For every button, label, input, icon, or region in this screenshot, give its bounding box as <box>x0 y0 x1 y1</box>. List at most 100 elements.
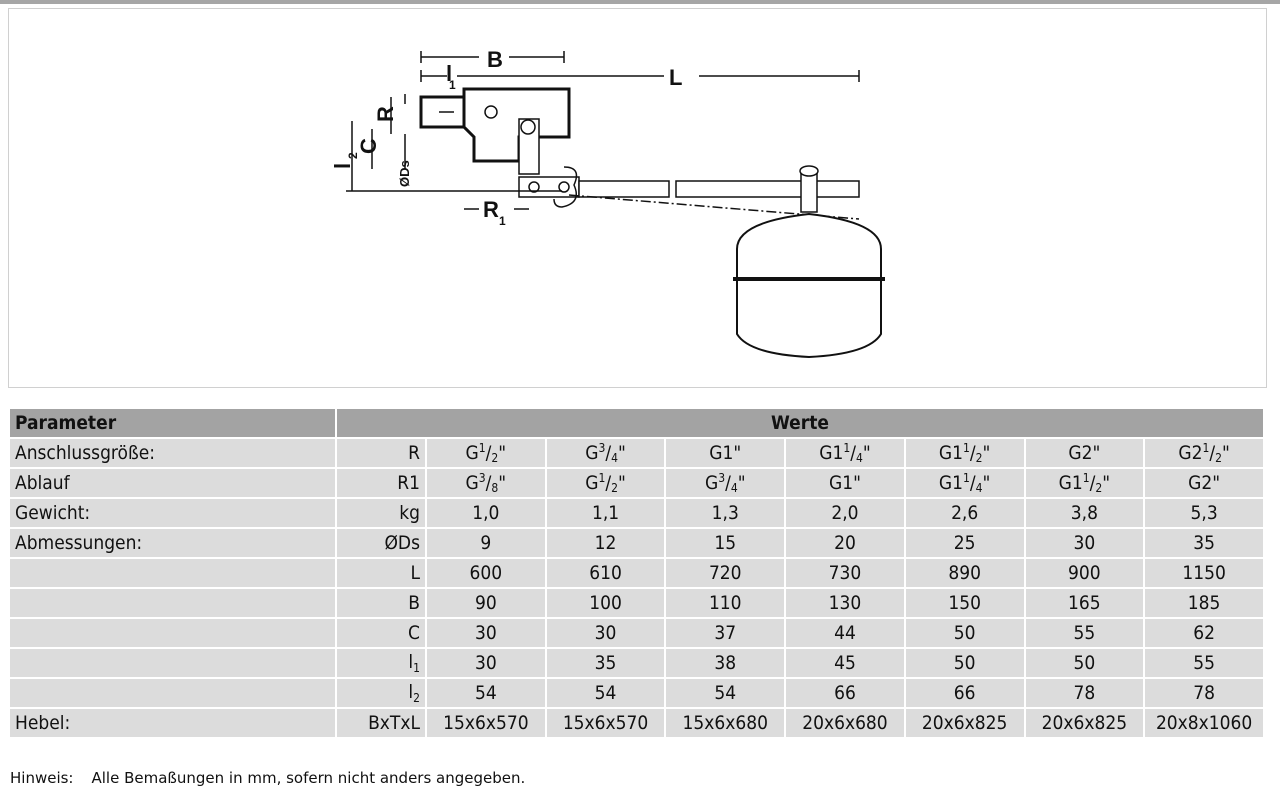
value-text: G <box>585 472 599 494</box>
value-text: G <box>585 442 599 464</box>
value-cell: G11/2" <box>1023 467 1146 499</box>
value-text: 15x6x570 <box>562 712 649 734</box>
row-label <box>8 677 337 709</box>
value-text: 1,1 <box>591 502 620 524</box>
value-text: G1 <box>1058 472 1083 494</box>
fraction-numerator: 1 <box>963 471 970 485</box>
value-text: 25 <box>953 532 976 554</box>
value-cell: 38 <box>664 647 787 679</box>
footnote: Hinweis:Alle Bemaßungen in mm, sofern ni… <box>10 769 543 787</box>
unit-text: l <box>408 651 414 673</box>
value-text: 37 <box>714 622 737 644</box>
value-cell: 54 <box>425 677 547 709</box>
value-cell: 12 <box>544 527 667 559</box>
fraction-denominator: 4 <box>611 451 618 465</box>
row-unit: l1 <box>335 647 427 679</box>
unit-text: BxTxL <box>368 712 420 734</box>
value-cell: 20x6x825 <box>903 707 1026 739</box>
value-text: 44 <box>834 622 856 644</box>
value-cell: 15x6x570 <box>544 707 667 739</box>
unit-text: R <box>408 442 420 464</box>
value-cell: 62 <box>1143 617 1265 649</box>
value-cell: 66 <box>784 677 906 709</box>
value-suffix: " <box>618 442 626 464</box>
row-label <box>8 617 337 649</box>
value-text: 20x6x680 <box>802 712 888 734</box>
dim-label-l1: l <box>446 61 452 86</box>
value-cell: 30 <box>1023 527 1146 559</box>
value-cell: G2" <box>1023 437 1146 469</box>
unit-text: C <box>408 622 420 644</box>
value-cell: G3/8" <box>425 467 547 499</box>
dim-label-l: L <box>669 65 682 90</box>
value-text: 45 <box>834 652 856 674</box>
value-text: 1,3 <box>711 502 739 524</box>
value-cell: 2,6 <box>903 497 1026 529</box>
value-text: 30 <box>474 622 497 644</box>
value-cell: 66 <box>903 677 1026 709</box>
dim-label-r1: R <box>483 197 499 222</box>
row-label: Anschlussgröße: <box>8 437 337 469</box>
fraction-denominator: 4 <box>855 451 863 465</box>
row-unit: l2 <box>335 677 427 709</box>
value-suffix: " <box>982 472 991 494</box>
value-cell: 50 <box>903 647 1026 679</box>
unit-subscript: 2 <box>413 691 420 705</box>
value-suffix: " <box>498 442 507 464</box>
value-cell: 15x6x570 <box>425 707 547 739</box>
value-text: 1,0 <box>472 502 500 524</box>
value-cell: 55 <box>1143 647 1265 679</box>
value-cell: G2" <box>1143 467 1265 499</box>
value-text: 730 <box>828 562 862 584</box>
value-cell: 54 <box>664 677 787 709</box>
specification-table: Parameter Werte Anschlussgröße: R G1/2"G3/… <box>8 407 1265 739</box>
value-cell: 600 <box>425 557 547 589</box>
value-cell: 165 <box>1023 587 1146 619</box>
row-unit: R1 <box>335 467 427 499</box>
value-text: 30 <box>1073 532 1096 554</box>
value-text: 15x6x680 <box>682 712 768 734</box>
value-text: G1 <box>938 472 964 494</box>
value-cell: 100 <box>544 587 667 619</box>
fraction-denominator: 2 <box>491 451 499 465</box>
value-cell: G11/4" <box>784 437 906 469</box>
value-cell: 30 <box>425 647 547 679</box>
value-cell: G1/2" <box>544 467 667 499</box>
value-text: G1" <box>828 472 861 494</box>
value-text: 20x6x825 <box>921 712 1008 734</box>
value-text: 12 <box>594 532 617 554</box>
value-cell: 20x8x1060 <box>1143 707 1265 739</box>
fraction-denominator: 2 <box>1095 481 1103 495</box>
fraction-numerator: 3 <box>718 471 726 485</box>
value-cell: 50 <box>903 617 1026 649</box>
value-text: 35 <box>1193 532 1215 554</box>
value-cell: 1,3 <box>664 497 787 529</box>
value-text: 55 <box>1073 622 1096 644</box>
value-text: 890 <box>948 562 981 584</box>
value-text: G <box>704 472 719 494</box>
value-cell: 130 <box>784 587 906 619</box>
unit-subscript: 1 <box>413 661 420 675</box>
value-suffix: " <box>737 472 746 494</box>
row-label: Ablauf <box>8 467 337 499</box>
value-suffix: " <box>498 472 507 494</box>
value-text: 2,0 <box>831 502 859 524</box>
table-header-row: Parameter Werte <box>8 407 1265 439</box>
value-cell: 15 <box>664 527 787 559</box>
value-cell: 55 <box>1023 617 1146 649</box>
footnote-text: Alle Bemaßungen in mm, sofern nicht ande… <box>91 769 526 787</box>
value-text: 100 <box>589 592 622 614</box>
fraction-numerator: 3 <box>598 441 606 455</box>
value-cell: G1" <box>784 467 906 499</box>
value-cell: 1,1 <box>544 497 667 529</box>
fraction-numerator: 1 <box>1202 441 1210 455</box>
value-text: 30 <box>474 652 497 674</box>
value-text: G2" <box>1068 442 1101 464</box>
value-text: 50 <box>953 622 976 644</box>
value-cell: G11/2" <box>903 437 1026 469</box>
dim-label-ds: ØDs <box>397 160 412 187</box>
